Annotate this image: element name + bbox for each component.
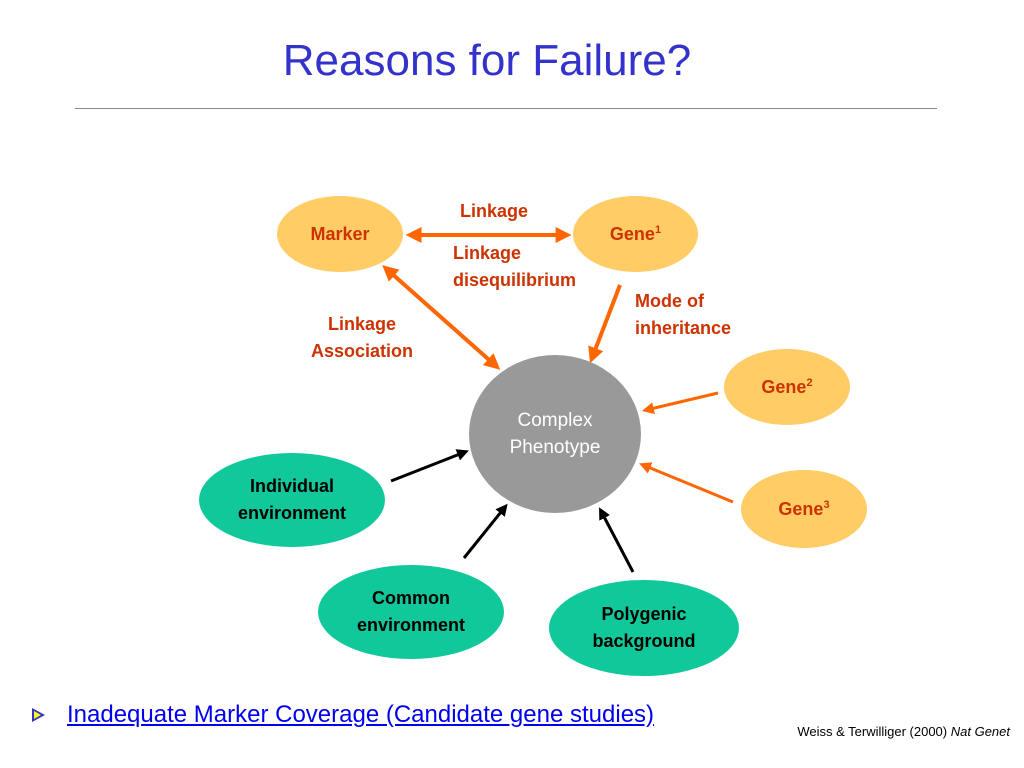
citation: Weiss & Terwilliger (2000) Nat Genet (797, 724, 1010, 739)
linkage-disequilibrium-label: Linkage disequilibrium (453, 243, 577, 290)
gene2-node: Gene2 (724, 349, 850, 425)
common-env-arrow (462, 503, 508, 559)
gene3-phenotype-arrow (639, 462, 734, 504)
individual-env-arrow (390, 449, 469, 483)
bullet-item: Inadequate Marker Coverage (Candidate ge… (32, 701, 654, 729)
gene1-node: Gene1 (573, 196, 698, 272)
individual-environment-node: Individual environment (199, 453, 385, 547)
polygenic-arrow (599, 507, 635, 573)
marker-phenotype-arrow (382, 265, 501, 370)
candidate-gene-link[interactable]: Inadequate Marker Coverage (Candidate ge… (67, 701, 655, 728)
gene1-phenotype-arrow (588, 284, 622, 364)
title-divider (75, 108, 937, 109)
gene2-phenotype-arrow (641, 391, 719, 415)
polygenic-background-node: Polygenic background (549, 580, 739, 676)
slide-title: Reasons for Failure? (282, 36, 692, 85)
common-environment-node: Common environment (318, 565, 504, 659)
linkage-association-label: Linkage Association (311, 314, 414, 361)
linkage-label: Linkage (460, 201, 529, 221)
gene3-node: Gene3 (741, 470, 867, 548)
marker-node: Marker (277, 196, 403, 272)
mode-of-inheritance-label: Mode of inheritance (635, 291, 732, 338)
triangle-bullet-icon (32, 708, 45, 722)
complex-phenotype-node: Complex Phenotype (469, 355, 641, 513)
